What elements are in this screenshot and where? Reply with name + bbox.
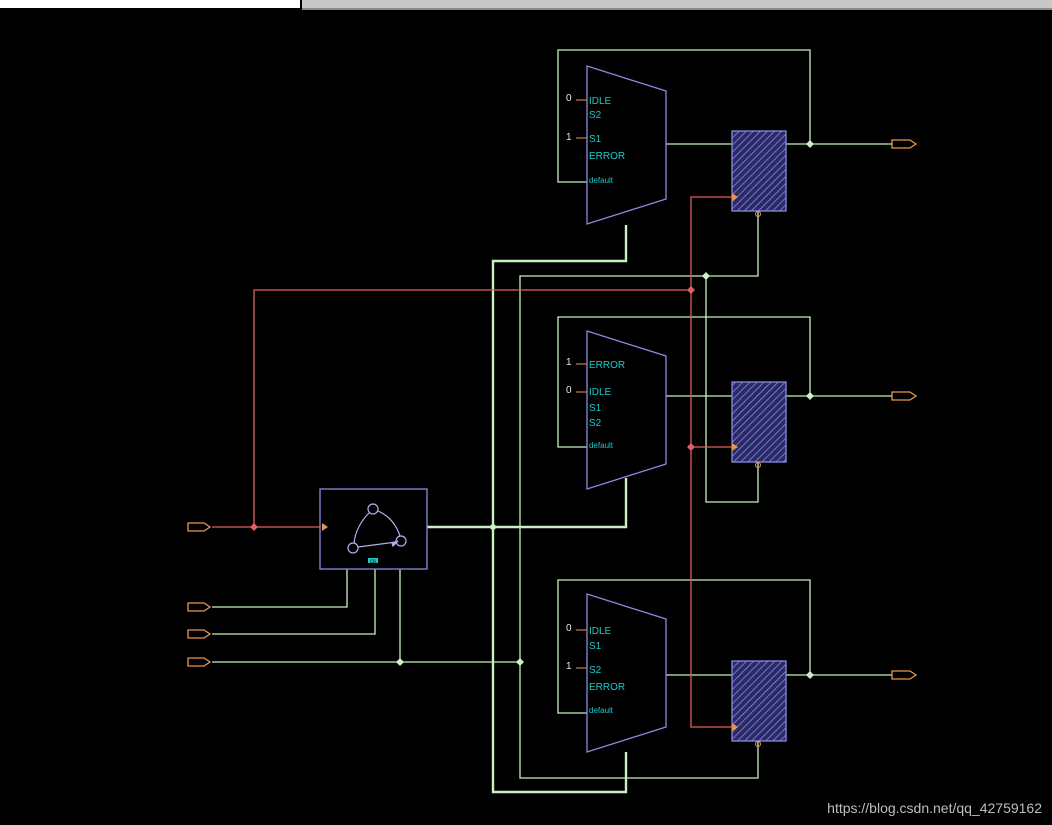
- input-port-icon[interactable]: [187, 522, 211, 532]
- mux-bottom-default: default: [589, 706, 614, 715]
- multiplexer-icon: [586, 593, 667, 753]
- mux-top-pin: S2: [589, 110, 602, 121]
- mux-middle-default: default: [589, 441, 614, 450]
- mux-top-pin: S1: [589, 134, 602, 145]
- register-icon: [731, 660, 787, 742]
- mux-middle[interactable]: 1 ERROR 0 IDLE S1 S2 default: [566, 330, 667, 490]
- register-top[interactable]: [731, 130, 787, 217]
- register-icon: [731, 130, 787, 212]
- green-wires: [212, 49, 892, 779]
- input-port-icon[interactable]: [187, 657, 211, 667]
- output-port-icon[interactable]: [891, 670, 917, 680]
- mux-middle-const-1: 1: [566, 357, 572, 368]
- mux-middle-pin: ERROR: [589, 360, 625, 371]
- mux-bottom-pin: S1: [589, 641, 602, 652]
- mux-top-pin: ERROR: [589, 151, 625, 162]
- register-bottom[interactable]: [731, 660, 787, 747]
- mux-middle-pin: IDLE: [589, 387, 612, 398]
- mux-bottom[interactable]: 0 IDLE S1 1 S2 ERROR default: [566, 593, 667, 753]
- mux-top-const-0: 0: [566, 93, 572, 104]
- fsm-label: cs: [370, 559, 376, 565]
- input-port-icon[interactable]: [187, 602, 211, 612]
- register-icon: [731, 381, 787, 463]
- junction-dots: [250, 140, 814, 679]
- mux-bottom-pin: ERROR: [589, 682, 625, 693]
- mux-top-pin: IDLE: [589, 96, 612, 107]
- multiplexer-icon: [586, 65, 667, 225]
- mux-top-default: default: [589, 176, 614, 185]
- output-port-icon[interactable]: [891, 391, 917, 401]
- clock-wires: [212, 196, 732, 728]
- mux-bottom-const-0: 0: [566, 623, 572, 634]
- scrollbar-strip[interactable]: [302, 0, 1052, 8]
- mux-bottom-const-1: 1: [566, 661, 572, 672]
- output-port-icon[interactable]: [891, 139, 917, 149]
- scrollbar-shadow: [302, 8, 1052, 10]
- multiplexer-icon: [586, 330, 667, 490]
- title-strip: [0, 0, 300, 8]
- mux-middle-pin: S1: [589, 403, 602, 414]
- fsm-label-mark: [368, 558, 378, 563]
- mux-top[interactable]: 0 IDLE S2 1 S1 ERROR default: [566, 65, 667, 225]
- state-machine-block[interactable]: cs: [319, 488, 428, 570]
- mux-bottom-pin: S2: [589, 665, 602, 676]
- mux-middle-const-0: 0: [566, 385, 572, 396]
- input-port-icon[interactable]: [187, 629, 211, 639]
- watermark: https://blog.csdn.net/qq_42759162: [827, 800, 1042, 816]
- mux-bottom-pin: IDLE: [589, 626, 612, 637]
- mux-middle-pin: S2: [589, 418, 602, 429]
- mux-top-const-1: 1: [566, 132, 572, 143]
- window-top-bar: [0, 0, 1052, 12]
- register-middle[interactable]: [731, 381, 787, 468]
- state-machine-icon: [347, 503, 407, 554]
